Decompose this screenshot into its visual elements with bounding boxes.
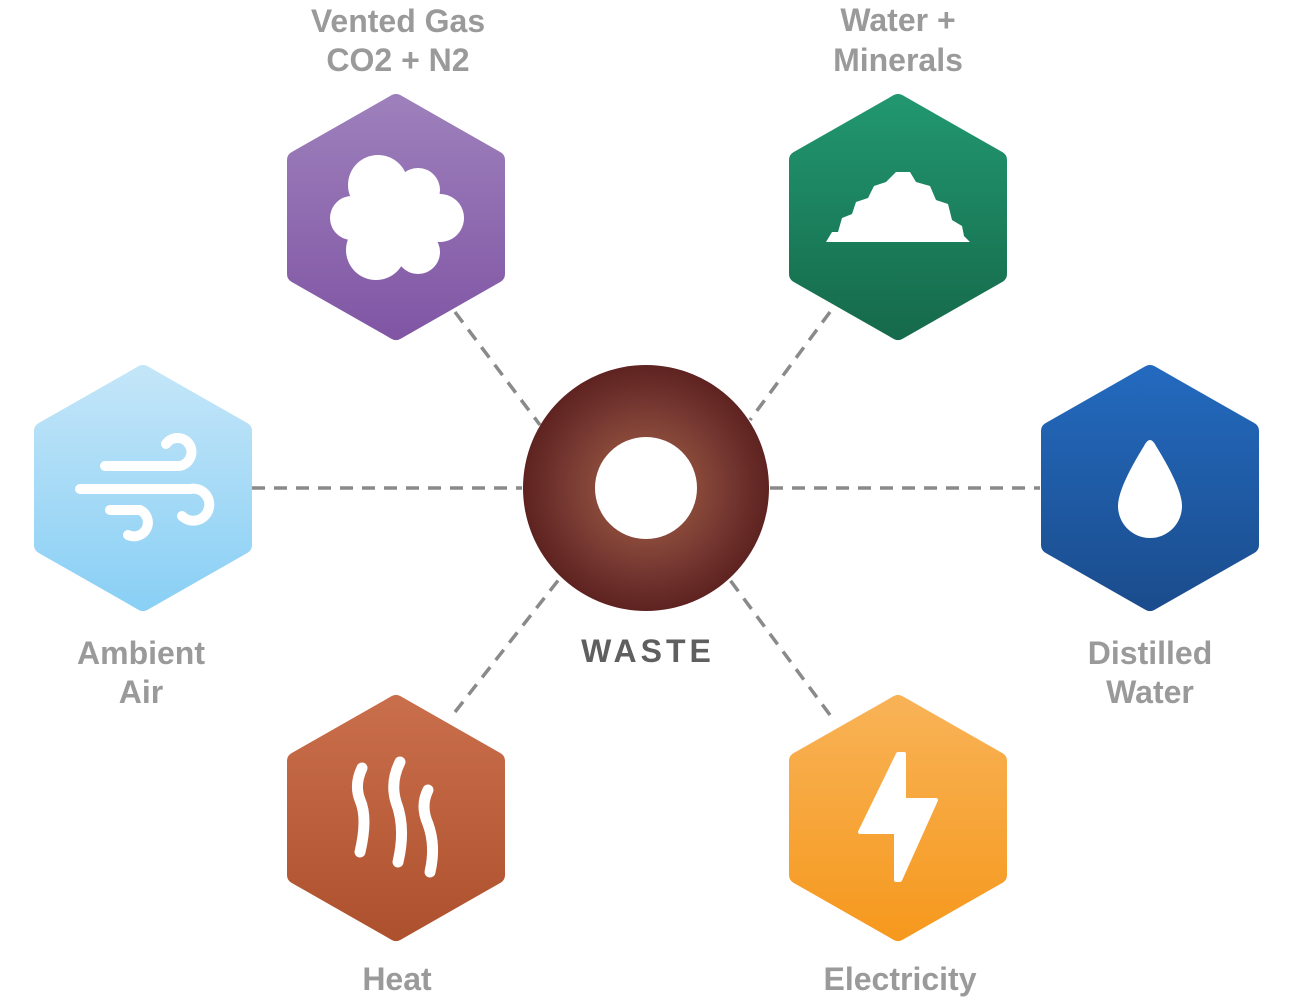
node-vented-gas: Vented Gas CO2 + N2 (287, 3, 505, 340)
label-line-1: Water + (840, 2, 955, 38)
label-line-2: Minerals (833, 42, 963, 78)
waste-label: WASTE (581, 633, 715, 669)
connector-lines (252, 310, 1040, 717)
label-line-2: Water (1106, 674, 1194, 710)
node-water-minerals: Water + Minerals (789, 2, 1007, 340)
label-line-1: Heat (362, 961, 432, 997)
waste-node: WASTE (523, 365, 769, 669)
node-heat: Heat (287, 695, 505, 997)
label-line-1: Electricity (824, 961, 977, 997)
cloud-icon (330, 155, 464, 280)
heat-waves-icon (351, 756, 439, 878)
node-ambient-air: Ambient Air (34, 365, 252, 710)
label-line-1: Ambient (77, 635, 205, 671)
waste-ring-hole (595, 437, 697, 539)
node-distilled-water: Distilled Water (1041, 365, 1259, 710)
connector-heat (453, 576, 562, 714)
water-drop-icon (1118, 440, 1182, 538)
label-line-1: Distilled (1088, 635, 1212, 671)
label-line-2: Air (119, 674, 163, 710)
node-electricity: Electricity (789, 695, 1007, 997)
mineral-pile-icon (826, 172, 970, 242)
lightning-icon (858, 752, 938, 882)
wind-icon (75, 433, 215, 542)
label-line-2: CO2 + N2 (326, 42, 469, 78)
label-line-1: Vented Gas (311, 3, 485, 39)
connector-vented-gas (453, 310, 542, 427)
connector-water-minerals (748, 310, 832, 422)
connector-electricity (728, 578, 832, 717)
